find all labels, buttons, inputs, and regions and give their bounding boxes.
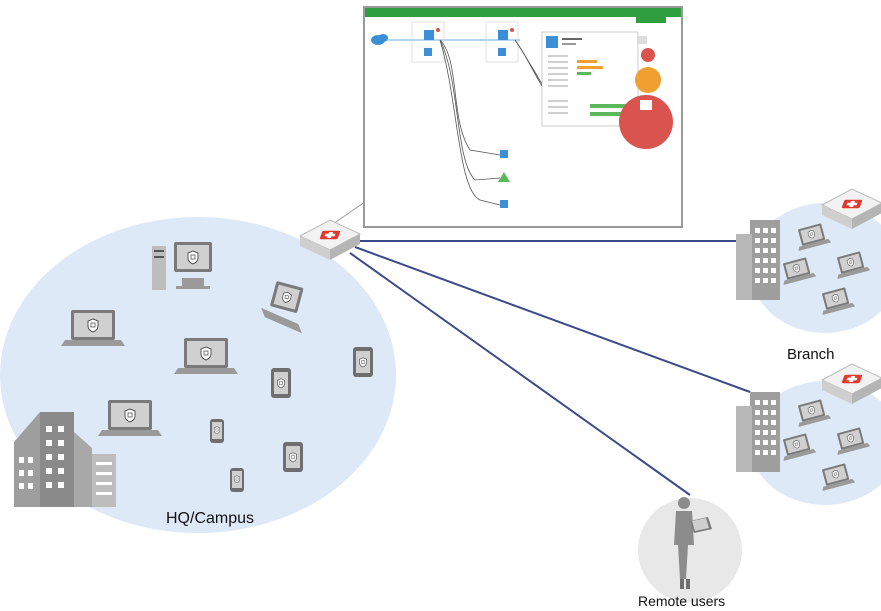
branch-building-icon <box>736 220 780 300</box>
phone-icon <box>210 419 224 443</box>
tablet-icon <box>271 368 291 398</box>
tablet-icon <box>283 442 303 472</box>
cloud-icon <box>371 34 388 45</box>
desktop-icon <box>152 242 212 290</box>
phone-icon <box>230 468 244 492</box>
network-links <box>349 240 751 496</box>
hq-building-icon <box>14 412 116 507</box>
monitor-header-bar <box>365 8 681 17</box>
branch-building-icon <box>736 392 780 472</box>
tablet-icon <box>353 347 373 377</box>
hq-campus-label: HQ/Campus <box>166 510 255 527</box>
branch-zone-bottom <box>750 381 881 505</box>
remote-user-icon <box>674 497 712 589</box>
monitor-node-red-large <box>619 95 673 149</box>
branch-label: Branch <box>787 346 835 363</box>
monitor-node-red-small <box>641 48 655 62</box>
laptop-icon <box>261 281 304 334</box>
monitoring-screenshot <box>329 6 683 228</box>
remote-users-label: Remote users <box>638 593 726 609</box>
remote-user-zone <box>638 498 742 602</box>
monitor-node-orange <box>635 67 661 93</box>
